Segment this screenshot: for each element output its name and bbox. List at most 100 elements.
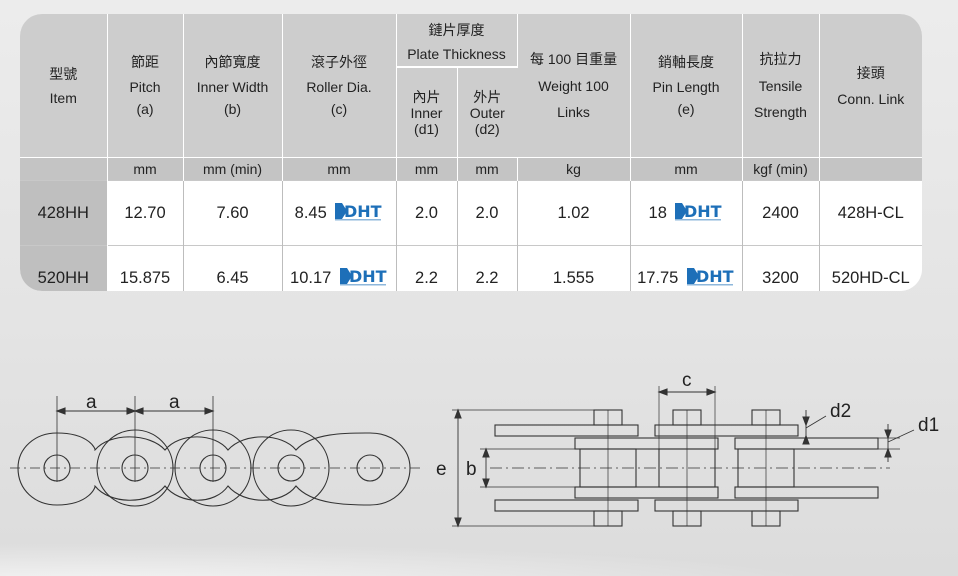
header-weight-en2: Links [557,103,590,120]
header-inner-width: 內節寬度 Inner Width (b) [183,14,283,158]
background-shine [0,536,958,576]
header-plate-outer-sym: (d2) [474,120,500,137]
dht-logo: DHT [686,266,735,291]
label-e: e [436,459,447,480]
side-view [10,396,420,507]
header-pitch: 節距 Pitch (a) [107,14,184,158]
cell-conn: 428H-CL [819,180,922,246]
header-tensile-en1: Tensile [758,77,803,94]
outer-plate [494,424,639,437]
label-a-2: a [169,392,180,413]
unit-item [20,157,108,181]
dimension-arrow [482,447,490,458]
dht-logo: DHT [335,201,383,226]
leader-line [887,429,915,443]
unit-roller-dia: mm [282,157,397,181]
cell-pin-length: 18 DHT [630,180,743,246]
header-item-en: Item [49,89,77,106]
svg-text:DHT: DHT [349,267,387,286]
cell-inner-width: 7.60 [183,180,283,246]
header-roller-dia: 滾子外徑 Roller Dia. (c) [282,14,397,158]
cell-item: 520HH [20,245,108,291]
label-a-1: a [86,392,97,413]
svg-text:DHT: DHT [684,202,722,221]
dimension-arrow [55,407,66,415]
header-roller-dia-en: Roller Dia. [306,78,372,95]
cell-inner-width: 6.45 [183,245,283,291]
header-plate-outer: 外片 Outer (d2) [457,67,518,158]
header-pitch-sym: (a) [136,100,154,117]
header-conn-zh: 接頭 [856,64,885,81]
header-inner-width-zh: 內節寬度 [204,54,261,71]
unit-pin-length: mm [630,157,743,181]
cell-plate-inner: 2.2 [396,245,458,291]
dimension-arrow [884,429,892,440]
table-row: 520HH 15.875 6.45 10.17 DHT 2.2 2.2 1.55… [20,245,922,291]
cell-weight: 1.555 [517,245,631,291]
header-plate-outer-zh: 外片 [473,88,502,105]
svg-text:DHT: DHT [696,267,734,286]
cell-conn: 520HD-CL [819,245,922,291]
cell-tensile: 2400 [742,180,820,246]
header-inner-width-sym: (b) [223,100,242,117]
cell-roller-dia: 10.17 DHT [282,245,397,291]
header-pin-length: 銷軸長度 Pin Length (e) [630,14,743,158]
outer-plate [654,499,799,512]
leader-line [805,415,827,429]
cell-roller-dia: 8.45 DHT [282,180,397,246]
cell-pitch: 15.875 [107,245,184,291]
cell-pin-length: 17.75 DHT [630,245,743,291]
cell-pin-length-value: 17.75 [637,268,679,287]
header-plate-inner-en: Inner [410,104,443,121]
spec-table: 型號 Item 節距 Pitch (a) 內節寬度 Inner Width (b… [20,14,922,291]
header-plate-outer-en: Outer [469,104,505,121]
dht-logo: DHT [675,201,723,226]
label-c: c [682,370,692,391]
cell-plate-outer: 2.2 [457,245,518,291]
header-plate-thickness-en: Plate Thickness [396,46,517,68]
header-pin-length-zh: 銷軸長度 [658,54,715,71]
header-plate-thickness: 鏈片厚度 Plate Thickness [396,14,518,68]
cell-pitch: 12.70 [107,180,184,246]
cell-roller-dia-value: 10.17 [290,268,332,287]
dimension-arrow [204,407,215,415]
inner-plate [574,486,719,499]
table-row: 428HH 12.70 7.60 8.45 DHT 2.0 2.0 1.02 1… [20,180,922,246]
header-roller-dia-sym: (c) [330,100,348,117]
dimension-arrow [884,447,892,458]
header-roller-dia-zh: 滾子外徑 [311,54,367,71]
label-b: b [466,459,477,480]
outer-plate [494,499,639,512]
header-plate-inner-sym: (d1) [414,120,439,137]
header-weight-en1: Weight 100 [538,77,609,94]
dimension-arrow [802,416,810,427]
cell-item: 428HH [20,180,108,246]
svg-text:DHT: DHT [344,202,382,221]
unit-plate-outer: mm [457,157,518,181]
cell-roller-dia-value: 8.45 [294,203,327,222]
dimension-arrow [802,434,810,445]
header-weight: 每 100 目重量 Weight 100 Links [517,14,631,158]
header-plate-inner-zh: 內片 [412,88,441,105]
dht-logo: DHT [339,266,388,291]
dimension-arrow [657,388,668,396]
header-item-zh: 型號 [49,65,78,82]
unit-inner-width: mm (min) [183,157,283,181]
chain-diagram: a a [10,370,939,528]
label-d2: d2 [830,401,851,422]
spec-table-card: 型號 Item 節距 Pitch (a) 內節寬度 Inner Width (b… [20,14,922,291]
cell-plate-outer: 2.0 [457,180,518,246]
inner-plate [574,437,719,450]
unit-tensile: kgf (min) [742,157,820,181]
header-weight-zh: 每 100 目重量 [529,51,618,68]
dimension-arrow [454,517,462,528]
header-conn-en: Conn. Link [837,90,905,107]
header-item: 型號 Item [20,14,108,158]
unit-plate-inner: mm [396,157,458,181]
header-tensile-zh: 抗拉力 [759,51,802,68]
unit-conn [819,157,922,181]
chain-outline-path [17,432,411,506]
cell-pin-length-value: 18 [648,203,667,222]
label-d1: d1 [918,415,939,436]
dimension-arrow [126,407,137,415]
